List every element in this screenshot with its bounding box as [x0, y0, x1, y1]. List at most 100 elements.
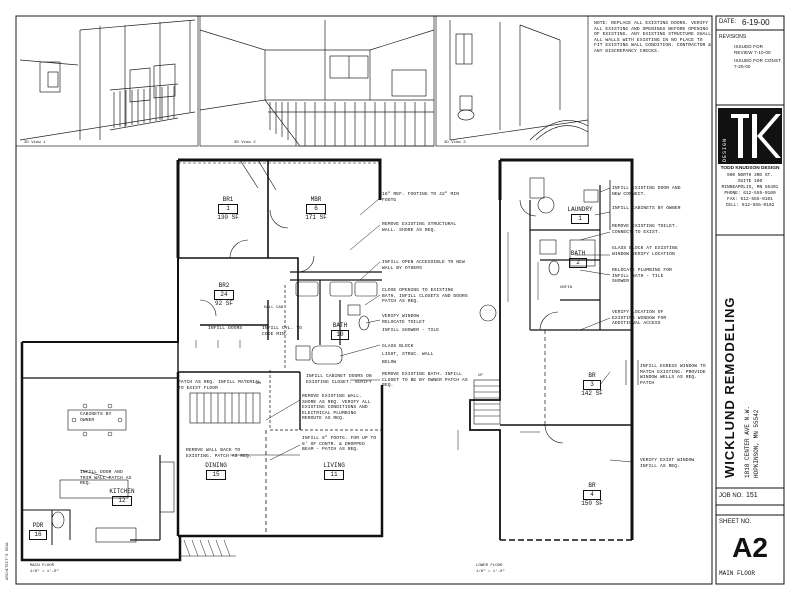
room-name: MBR — [310, 196, 322, 203]
lower-floor-plan — [457, 158, 639, 541]
room-name: BR — [588, 372, 596, 379]
lower-note-5: RELOCATE PLUMBING FOR INFILL BATH - TILE… — [612, 268, 672, 285]
room-name: BATH — [332, 322, 348, 329]
room-bath-main: BATH 10 — [322, 322, 358, 340]
stair-dn-label: DN — [256, 382, 261, 386]
main-note-2: REMOVE EXISTING STRUCTURAL WALL. SHORE A… — [382, 222, 457, 233]
firm-name: TODD KNUDSON DESIGN — [720, 166, 780, 171]
date-value: 6-19-00 — [742, 18, 770, 27]
project-address-1: 1818 CENTER AVE N.W. — [744, 405, 751, 478]
firm-line: SUITE 100 — [737, 179, 763, 184]
room-bath-lower: BATH 2 — [560, 250, 596, 268]
room-laundry: LAUNDRY 1 — [558, 206, 602, 224]
firm-line: FAX: 612-555-0101 — [727, 197, 773, 202]
room-area: 150 SF — [581, 500, 603, 507]
cabinets-label: CABINETS BY OWNER — [80, 412, 112, 423]
hall-cab-label: HALL CAB — [264, 306, 284, 310]
room-area: 171 SF — [305, 214, 327, 221]
room-name: LAUNDRY — [567, 206, 593, 213]
room-name: KITCHEN — [109, 488, 135, 495]
room-mbr: MBR 6 171 SF — [296, 196, 336, 222]
date-label: DATE: — [719, 19, 737, 25]
job-no: 151 — [746, 492, 758, 499]
room-number: 16 — [29, 530, 47, 540]
main-note-12: REMOVE EXISTING WALL. SHORE AS REQ. VERI… — [302, 394, 371, 422]
logo-word: DESIGN — [722, 137, 728, 162]
unfin-label: UNFIN — [560, 286, 573, 290]
room-number: 24 — [214, 290, 234, 300]
lower-note-8: VERIFY EXIST WINDOW INFILL AS REQ. — [640, 458, 695, 469]
lower-note-2: INFILL CABINETS BY OWNER — [612, 206, 681, 211]
revisions-label: REVISIONS — [719, 34, 747, 40]
firm-line: 900 NORTH 3RD ST. — [727, 173, 773, 178]
revision-2: ISSUED FOR CONST. 7-25-00 — [734, 58, 782, 69]
room-kitchen: KITCHEN 12 — [100, 488, 144, 506]
room-number: 10 — [331, 330, 349, 340]
firm-address: 900 NORTH 3RD ST. SUITE 100 MINNEAPOLIS,… — [718, 173, 782, 209]
main-note-17: INFILL DOOR AND TRIM WALL PATCH AS REQ. — [80, 470, 132, 487]
title-block-frame — [715, 15, 785, 585]
3d-view-2 — [199, 15, 435, 147]
room-br1: BR1 1 130 SF — [208, 196, 248, 222]
project-name: WICKLUND REMODELING — [722, 296, 737, 479]
main-note-18: INFILL DOORS — [208, 326, 243, 331]
sheet-title: MAIN FLOOR — [719, 570, 756, 577]
main-note-6: RELOCATE TOILET — [382, 320, 425, 325]
room-area: 130 SF — [217, 214, 239, 221]
room-name: DINING — [205, 462, 227, 469]
main-note-10: BELOW — [382, 360, 397, 365]
room-name: BATH — [570, 250, 586, 257]
firm-line: PHONE: 612-555-0100 — [724, 191, 776, 196]
main-note-19: INFILL CYL. TO CODE MIN. — [262, 326, 302, 337]
lower-note-3: REMOVE EXISTING TOILET. CONNECT TO EXIST… — [612, 224, 678, 235]
room-br4: BR 4 150 SF — [572, 482, 612, 508]
view-label-2: 3D View 2 — [234, 141, 256, 145]
lower-floor-scale: 1/8" = 1'-0" — [476, 570, 505, 574]
room-number: 12 — [112, 496, 132, 506]
room-living: LIVING 11 — [314, 462, 354, 480]
room-br2: BR2 24 92 SF — [204, 282, 244, 308]
tk-design-logo — [718, 108, 782, 164]
job-no-label: JOB NO. — [719, 493, 744, 499]
main-floor-plan — [20, 158, 384, 562]
architect-seal-label: ARCHITECT'S SEAL — [6, 541, 10, 580]
main-note-16: REMOVE WALL BACK TO EXISTING. PATCH AS R… — [186, 448, 252, 459]
view-label-3: 3D View 3 — [444, 141, 466, 145]
sheet-no-label: SHEET NO. — [719, 519, 752, 525]
main-note-13: INFILL 6" FOOTG. FOR UP TO 8' OF CONTR. … — [302, 436, 377, 453]
room-number: 2 — [569, 258, 587, 268]
room-number: 6 — [306, 204, 326, 214]
3d-view-1 — [15, 15, 199, 147]
room-pdr: PDR 16 — [26, 522, 50, 540]
lower-note-1: INFILL EXISTING DOOR AND NEW CONNECT. — [612, 186, 681, 197]
main-floor-title: MAIN FLOOR — [30, 564, 55, 568]
lower-floor-title: LOWER FLOOR — [476, 564, 503, 568]
main-note-3: INFILL OPEN ACCESSIBLE TO NEW WALL BY OT… — [382, 260, 465, 271]
main-note-15: PATCH AS REQ. INFILL MATERIAL TO EXIST F… — [178, 380, 261, 391]
firm-line: CELL: 612-555-0102 — [725, 203, 775, 208]
main-note-11: INFILL CABINET DOORS ON EXISTING CLOSET.… — [306, 374, 372, 385]
firm-line: MINNEAPOLIS, MN 55401 — [721, 185, 779, 190]
revision-1: ISSUED FOR REVIEW 7-10-00 — [734, 44, 771, 55]
room-name: BR — [588, 482, 596, 489]
room-number: 11 — [324, 470, 344, 480]
main-note-5: VERIFY WINDOW — [382, 314, 420, 319]
main-note-1: 16" REF. FOOTING TO 42" MIN FOOTG — [382, 192, 460, 203]
3d-view-3 — [435, 15, 589, 147]
room-area: 92 SF — [214, 300, 233, 307]
lower-note-4: GLASS BLOCK AT EXISTING WINDOW VERIFY LO… — [612, 246, 678, 257]
main-floor-scale: 1/8" = 1'-0" — [30, 570, 59, 574]
lower-note-7: INFILL EGRESS WINDOW TO MATCH EXISTING. … — [640, 364, 706, 386]
view-label-1: 3D View 1 — [24, 141, 46, 145]
room-area: 142 SF — [581, 390, 603, 397]
main-note-14: REMOVE EXISTING BATH. INFILL CLOSET TO B… — [382, 372, 468, 389]
room-name: PDR — [32, 522, 44, 529]
project-address-2: HOPKINSON, MN 55542 — [753, 409, 760, 478]
main-note-7: INFILL SHOWER - TILE — [382, 328, 440, 333]
room-name: BR1 — [222, 196, 234, 203]
stair-up-label: UP — [478, 374, 483, 378]
room-number: 4 — [583, 490, 601, 500]
room-dining: DINING 15 — [196, 462, 236, 480]
room-name: LIVING — [323, 462, 345, 469]
